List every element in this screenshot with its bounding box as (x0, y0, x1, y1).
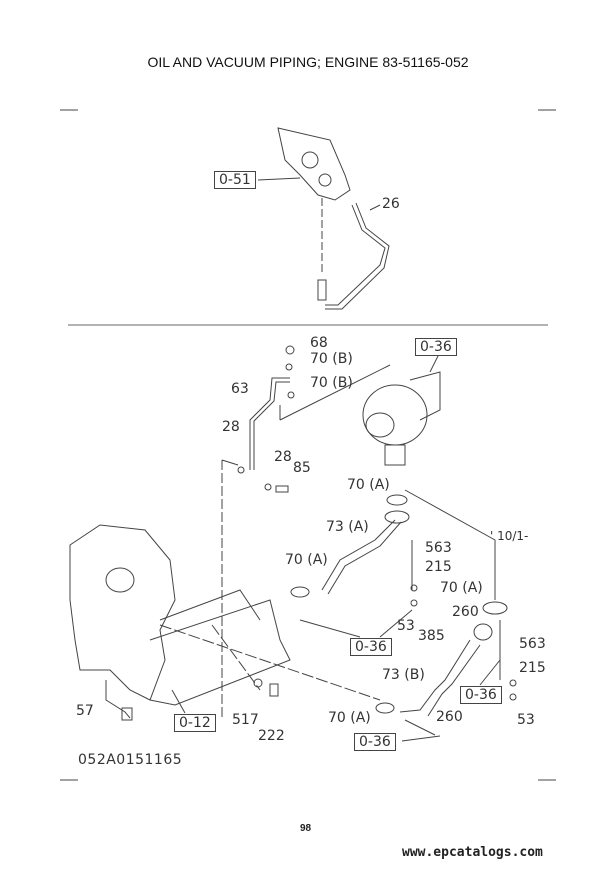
reference-0-12[interactable]: 0-12 (174, 714, 216, 732)
part-label-70b: 70 (B) (310, 375, 353, 391)
reference-0-36[interactable]: 0-36 (354, 733, 396, 751)
cylinder-block-drawing (69, 524, 381, 714)
part-label-28: 28 (274, 449, 292, 465)
reference-0-51[interactable]: 0-51 (214, 171, 256, 189)
part-label-73a: 73 (A) (326, 519, 369, 535)
part-label-68: 68 (310, 335, 328, 351)
part-label-260: 260 (452, 604, 479, 620)
small-parts-drawing (105, 345, 517, 742)
part-label-63: 63 (231, 381, 249, 397)
page-title: OIL AND VACUUM PIPING; ENGINE 83-51165-0… (147, 54, 469, 70)
part-label-70a: 70 (A) (285, 552, 328, 568)
part-label-517: 517 (232, 712, 259, 728)
corner-marks (60, 109, 556, 781)
part-label-260: 260 (436, 709, 463, 725)
return-pipe-drawing (321, 489, 508, 736)
oil-pump-drawing (257, 127, 351, 275)
part-label-57: 57 (76, 703, 94, 719)
part-label-563: 563 (425, 540, 452, 556)
oil-pipe-63-drawing (221, 364, 391, 720)
part-label-26: 26 (382, 196, 400, 212)
part-label-53: 53 (397, 618, 415, 634)
part-label-70a: 70 (A) (347, 477, 390, 493)
part-label-222: 222 (258, 728, 285, 744)
turbocharger-drawing (362, 355, 441, 466)
part-label-85: 85 (293, 460, 311, 476)
part-label-28: 28 (222, 419, 240, 435)
watermark: www.epcatalogs.com (402, 845, 543, 860)
part-label-215: 215 (519, 660, 546, 676)
part-label-73b: 73 (B) (382, 667, 425, 683)
pipe-26-drawing (317, 202, 390, 310)
part-label-215: 215 (425, 559, 452, 575)
reference-0-36[interactable]: 0-36 (460, 686, 502, 704)
part-label-385: 385 (418, 628, 445, 644)
diagram-code: 052A0151165 (78, 752, 183, 768)
part-label-53: 53 (517, 712, 535, 728)
page-number: 98 (300, 823, 312, 834)
serial-note: ' 10/1- (490, 529, 529, 543)
part-label-563: 563 (519, 636, 546, 652)
part-label-70a: 70 (A) (328, 710, 371, 726)
reference-0-36[interactable]: 0-36 (350, 638, 392, 656)
part-label-70a: 70 (A) (440, 580, 483, 596)
reference-0-36[interactable]: 0-36 (415, 338, 457, 356)
part-label-70b: 70 (B) (310, 351, 353, 367)
